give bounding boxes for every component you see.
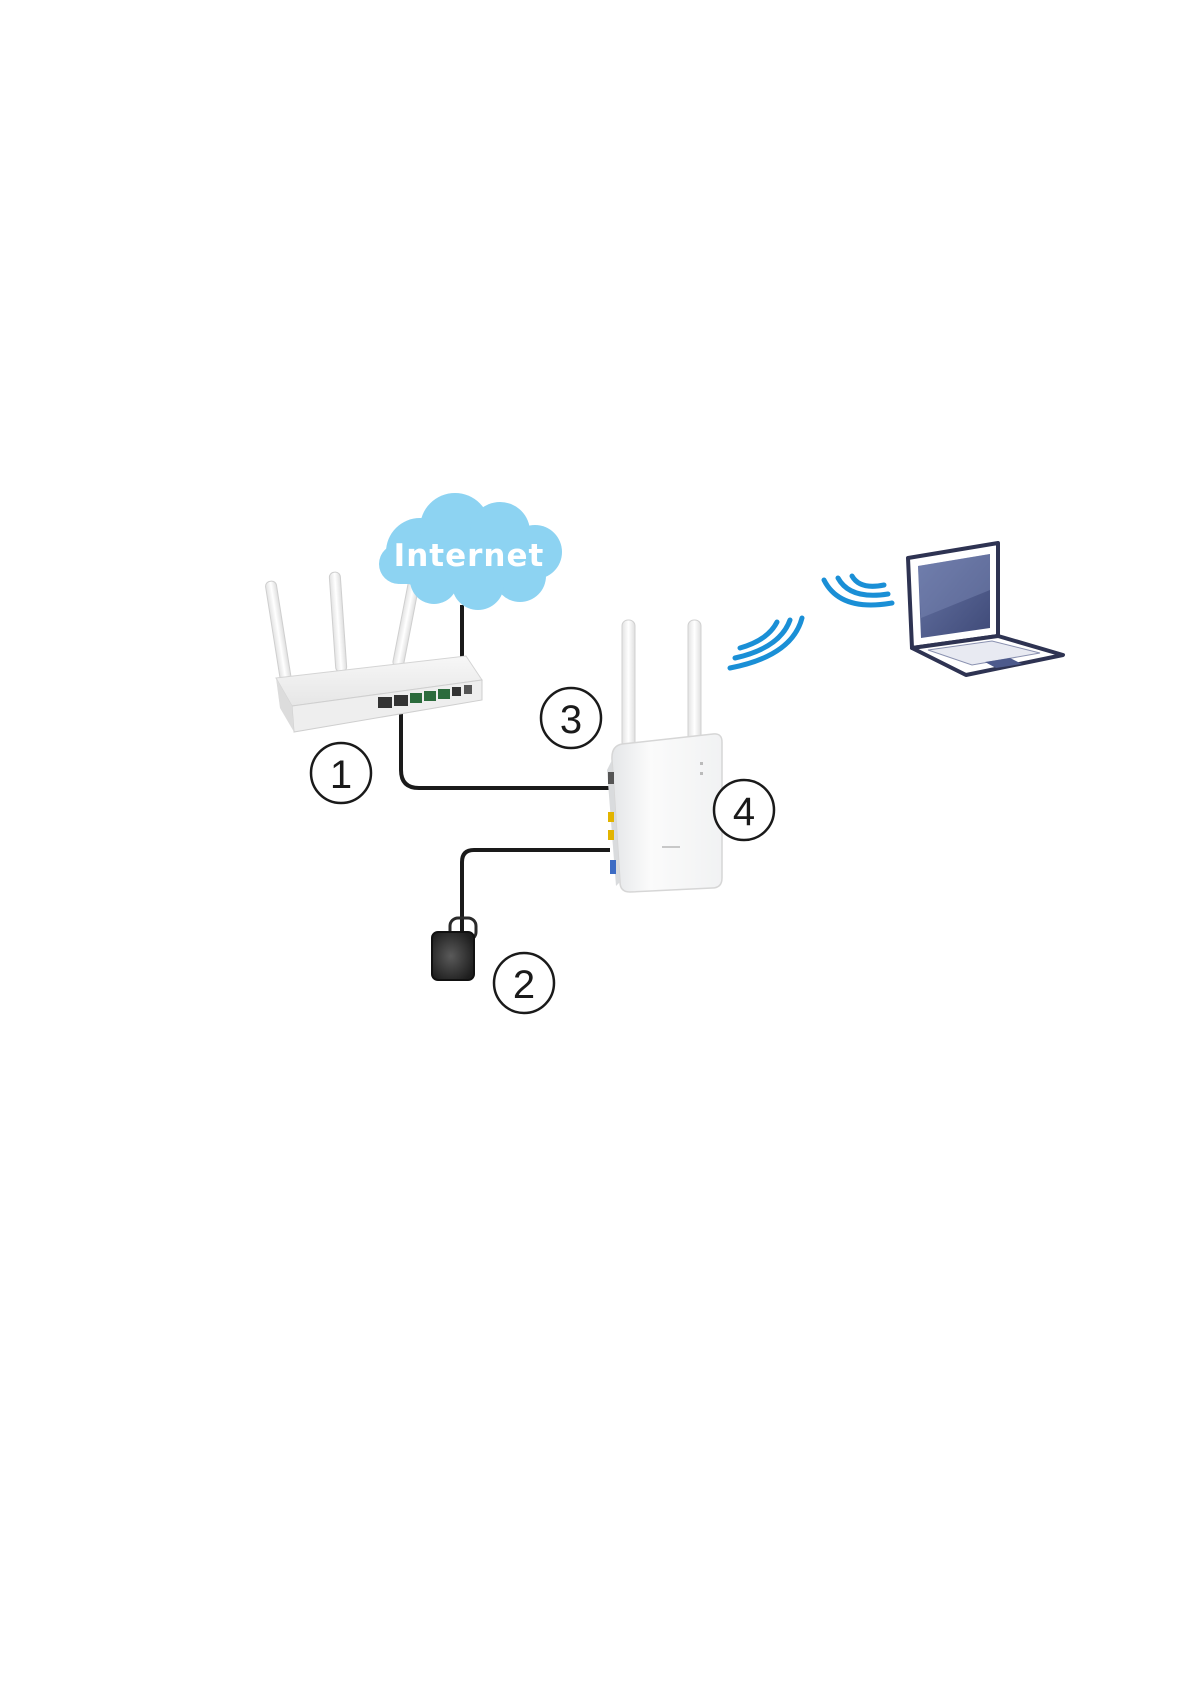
laptop-icon [908,543,1063,675]
ap-antenna [622,620,635,748]
router-port [410,693,422,703]
router-port [424,691,436,701]
callout-3: 3 [541,688,601,748]
wifi-signal-to-laptop-icon [824,576,892,605]
cable-adapter-to-access-point [462,850,610,940]
power-adapter-icon [432,918,476,980]
router-port [452,687,461,696]
router-port [394,695,408,706]
ap-port [608,812,614,822]
router-port [464,685,472,694]
callout-number: 3 [560,698,582,742]
ap-led [700,762,703,765]
adapter-body [432,932,474,980]
callout-number: 1 [330,753,352,797]
router-port [378,697,392,708]
ap-port [610,860,616,874]
ap-body [612,734,722,892]
callout-4: 4 [714,780,774,840]
callout-1: 1 [311,743,371,803]
ap-port [608,830,614,840]
router-antenna [265,580,293,690]
cables [401,605,610,940]
wifi-signal-from-ap-icon [730,618,802,668]
ap-antenna [688,620,701,748]
router-port [438,689,450,699]
callout-number: 4 [733,790,755,834]
ap-led [700,772,703,775]
cloud-label: Internet [394,538,545,574]
router-antenna [329,572,347,673]
callout-number: 2 [513,963,535,1007]
ap-port [608,772,614,784]
ap-brand-mark [662,846,680,848]
access-point-icon [607,620,722,892]
callout-2: 2 [494,953,554,1013]
